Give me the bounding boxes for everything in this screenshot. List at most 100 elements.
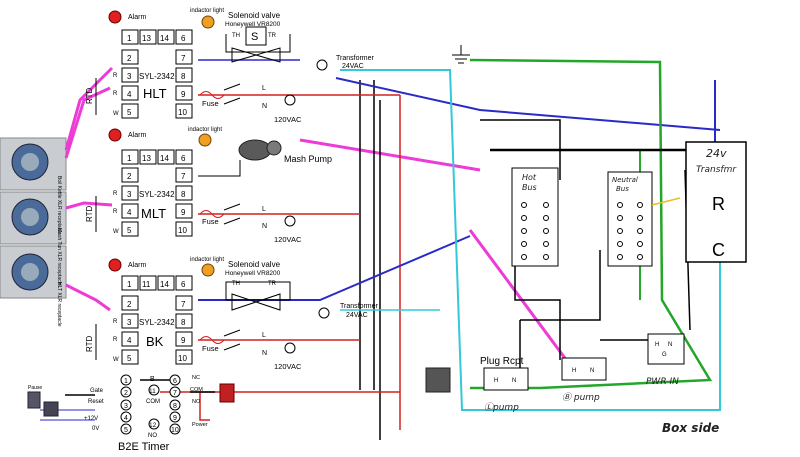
plug-photo-icon (425, 367, 451, 393)
svg-text:Bus: Bus (616, 185, 629, 193)
terminal-1 (121, 275, 139, 291)
terminal-7 (175, 49, 193, 65)
hot-bus: Hot Bus (511, 167, 559, 267)
svg-text:3: 3 (127, 190, 132, 199)
svg-text:10: 10 (178, 108, 187, 117)
fuse-icon (199, 336, 225, 344)
indicator-label: indactor light (190, 8, 224, 14)
svg-text:6: 6 (181, 34, 186, 43)
svg-text:6: 6 (173, 378, 177, 385)
svg-text:9: 9 (181, 208, 186, 217)
svg-text:4: 4 (127, 208, 132, 217)
pin-9 (169, 411, 181, 423)
svg-text:Hot: Hot (522, 173, 537, 182)
terminal-4 (121, 203, 139, 219)
svg-text:TR: TR (268, 33, 277, 39)
pin-5 (120, 423, 132, 435)
model-label: SYL-2342 (139, 318, 175, 327)
fuse-icon (199, 91, 225, 99)
svg-text:2: 2 (124, 390, 128, 397)
transformer: Transformer 24VAC (316, 55, 375, 71)
svg-text:7: 7 (181, 54, 186, 63)
terminal-14 (157, 29, 175, 45)
terminal-1 (121, 29, 139, 45)
svg-text:8: 8 (173, 403, 177, 410)
svg-text:COM: COM (146, 399, 160, 405)
ac-source-icon (284, 215, 296, 227)
controller-name: BK (146, 334, 164, 349)
svg-text:24VAC: 24VAC (346, 312, 368, 319)
pin-6 (169, 374, 181, 386)
svg-text:14: 14 (160, 280, 169, 289)
relay-switch: L N 120VAC (223, 329, 302, 371)
svg-text:1: 1 (127, 280, 132, 289)
svg-text:120VAC: 120VAC (274, 115, 302, 124)
box-side: Hot Bus Neutral Bus (425, 45, 747, 435)
svg-text:R: R (113, 319, 118, 325)
pin-11 (148, 384, 160, 396)
svg-text:H: H (494, 378, 498, 384)
svg-text:14: 14 (160, 154, 169, 163)
svg-text:5: 5 (127, 108, 132, 117)
fuse: Fuse (199, 210, 225, 226)
svg-text:5: 5 (127, 226, 132, 235)
svg-text:Honeywell VR8200: Honeywell VR8200 (225, 270, 281, 277)
plug-receptacle: Plug Rcpt H N Ⓛpump H N Ⓑ pump (480, 356, 607, 413)
valve-body-icon (231, 47, 281, 63)
svg-text:10: 10 (171, 427, 179, 434)
pin-3 (120, 399, 132, 411)
pump-icon (238, 139, 272, 161)
terminal-8 (175, 67, 193, 83)
svg-text:S: S (251, 31, 258, 43)
controller-bk: Alarm indactor light 1 11 14 6 2 3 4 5 7… (85, 257, 379, 371)
terminal-4 (121, 331, 139, 347)
alarm-light-icon (108, 10, 122, 24)
svg-text:W: W (113, 357, 119, 363)
terminal-1 (121, 149, 139, 165)
svg-text:Solenoid valve: Solenoid valve (228, 260, 281, 269)
terminal-14 (157, 149, 175, 165)
svg-text:6: 6 (181, 154, 186, 163)
svg-text:NO: NO (192, 399, 201, 405)
svg-text:9: 9 (181, 90, 186, 99)
terminal-9 (175, 203, 193, 219)
svg-text:Transformer: Transformer (340, 303, 379, 310)
rtd-label: RTD (85, 205, 94, 222)
svg-text:1: 1 (124, 378, 128, 385)
switch-icon (223, 203, 241, 225)
svg-text:N: N (262, 350, 267, 357)
svg-text:Fuse: Fuse (202, 344, 219, 353)
svg-text:R: R (113, 209, 118, 215)
svg-text:Neutral: Neutral (612, 176, 638, 184)
svg-text:3: 3 (127, 318, 132, 327)
svg-text:6: 6 (181, 280, 186, 289)
svg-text:24v: 24v (706, 147, 727, 160)
alarm-light-icon (108, 128, 122, 142)
pause-switch-icon (27, 391, 41, 409)
solenoid-valve: Solenoid valve Honeywell VR8200 S TH TR (225, 11, 291, 63)
svg-text:5: 5 (124, 427, 128, 434)
terminal-5 (121, 349, 139, 365)
svg-text:TH: TH (232, 281, 240, 287)
svg-text:9: 9 (181, 336, 186, 345)
terminal-2 (121, 167, 139, 183)
indicator-light-icon (198, 133, 212, 147)
pin-2 (120, 386, 132, 398)
svg-text:7: 7 (181, 172, 186, 181)
svg-text:Fuse: Fuse (202, 99, 219, 108)
svg-text:Honeywell VR8200: Honeywell VR8200 (225, 21, 281, 28)
terminal-9 (175, 85, 193, 101)
terminal-13 (139, 29, 157, 45)
alarm-light-icon (108, 258, 122, 272)
pin-7 (169, 386, 181, 398)
svg-text:Power: Power (192, 422, 208, 428)
svg-text:+12V: +12V (84, 416, 98, 422)
svg-text:Transformer: Transformer (336, 55, 375, 62)
transformer-box (685, 141, 747, 263)
svg-text:N: N (512, 378, 516, 384)
terminal-7 (175, 167, 193, 183)
model-label: SYL-2342 (139, 72, 175, 81)
svg-text:Fuse: Fuse (202, 217, 219, 226)
terminal-6 (175, 29, 193, 45)
